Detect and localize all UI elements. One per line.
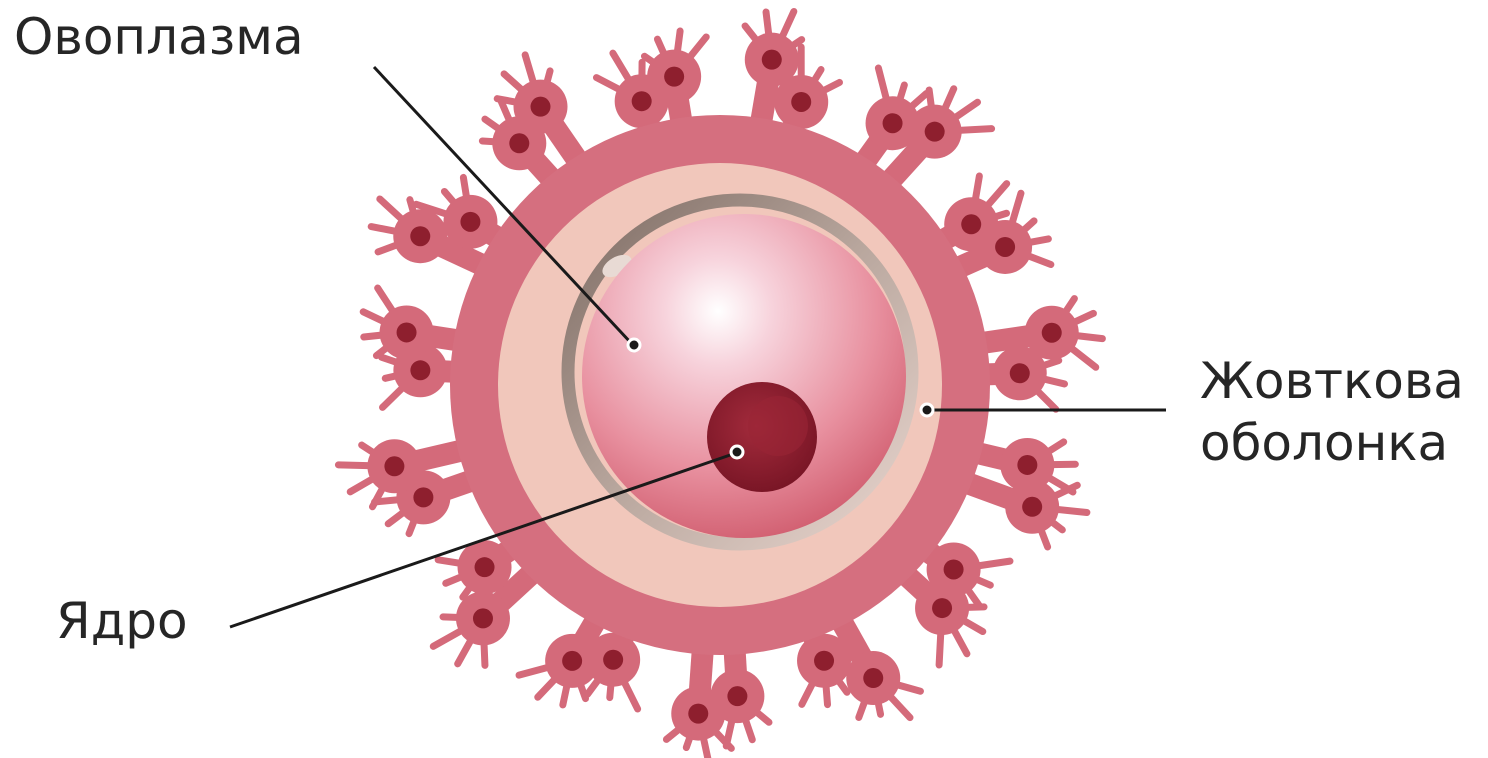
follicle-cell-nucleus bbox=[944, 559, 964, 579]
follicle-cell-nucleus bbox=[727, 686, 747, 706]
follicle-cell-nucleus bbox=[664, 67, 684, 87]
follicle-cell-nucleus bbox=[688, 704, 708, 724]
leader-dot-ooplasm bbox=[628, 339, 640, 351]
follicle-cell-nucleus bbox=[530, 97, 550, 117]
follicle-cell-nucleus bbox=[397, 322, 417, 342]
nucleus-speckle bbox=[748, 396, 808, 456]
label-vitelline-membrane-line2: оболонка bbox=[1200, 412, 1464, 474]
follicle-cell-nucleus bbox=[932, 598, 952, 618]
follicle-cell-nucleus bbox=[883, 113, 903, 133]
follicle-cell-nucleus bbox=[632, 91, 652, 111]
label-vitelline-membrane-line1: Жовткова bbox=[1200, 350, 1464, 412]
follicle-cell-nucleus bbox=[562, 651, 582, 671]
follicle-cell-nucleus bbox=[925, 122, 945, 142]
follicle-cell-nucleus bbox=[863, 668, 883, 688]
follicle-cell-nucleus bbox=[1010, 363, 1030, 383]
follicle-cell-nucleus bbox=[791, 92, 811, 112]
follicle-cell-nucleus bbox=[603, 650, 623, 670]
label-ooplasm: Овоплазма bbox=[14, 6, 304, 68]
leader-dot-membrane bbox=[921, 404, 933, 416]
follicle-cell-nucleus bbox=[1042, 323, 1062, 343]
follicle-cell-nucleus bbox=[384, 456, 404, 476]
follicle-cell-nucleus bbox=[413, 487, 433, 507]
follicle-cell-nucleus bbox=[814, 651, 834, 671]
follicle-cell-nucleus bbox=[961, 214, 981, 234]
leader-dot-nucleus bbox=[731, 446, 743, 458]
follicle-cell-nucleus bbox=[410, 360, 430, 380]
label-nucleus: Ядро bbox=[56, 590, 188, 652]
label-vitelline-membrane: Жовткова оболонка bbox=[1200, 350, 1464, 474]
follicle-cell-nucleus bbox=[762, 50, 782, 70]
follicle-cell-nucleus bbox=[473, 608, 493, 628]
follicle-cell-nucleus bbox=[1017, 455, 1037, 475]
follicle-cell-nucleus bbox=[509, 133, 529, 153]
follicle-cell-nucleus bbox=[1022, 497, 1042, 517]
follicle-cell-nucleus bbox=[460, 212, 480, 232]
follicle-cell-nucleus bbox=[410, 226, 430, 246]
follicle-cell-nucleus bbox=[475, 557, 495, 577]
follicle-cell-nucleus bbox=[995, 237, 1015, 257]
